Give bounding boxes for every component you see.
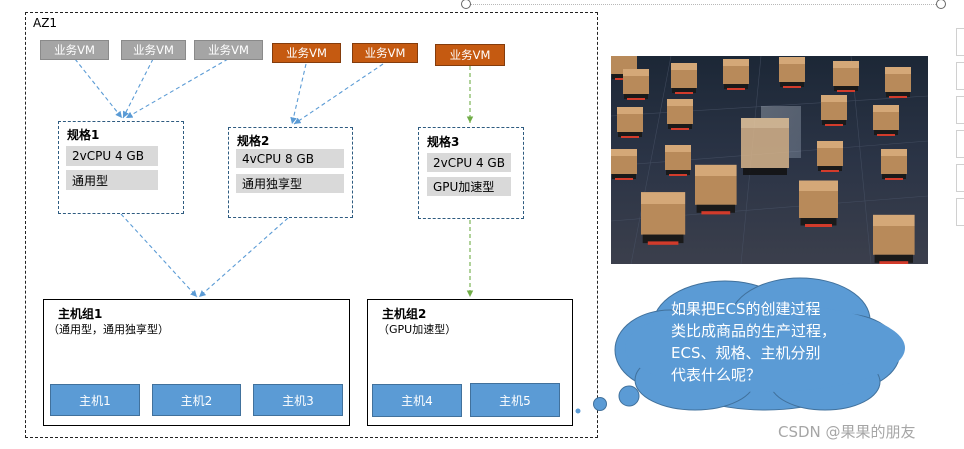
- arrow-spec2-group1: [198, 217, 289, 298]
- vm-box: 业务VM: [121, 40, 186, 60]
- spec-cpu-mem: 2vCPU 4 GB: [427, 153, 511, 172]
- side-panel-tab[interactable]: [956, 198, 964, 226]
- selection-handle[interactable]: [461, 0, 471, 9]
- host-group-title: 主机组1: [58, 307, 103, 321]
- host-box: 主机2: [152, 384, 241, 416]
- spec-box: 规格2 4vCPU 8 GB 通用独享型: [228, 127, 353, 218]
- callout-question: 如果把ECS的创建过程 类比成商品的生产过程， ECS、规格、主机分别 代表什么…: [671, 298, 901, 386]
- arrow-vm5-spec2: [293, 63, 384, 125]
- vm-box: 业务VM: [272, 43, 341, 63]
- thought-cloud: [575, 277, 905, 414]
- host-group: 主机组1 （通用型，通用独享型） 主机1 主机2 主机3: [43, 299, 350, 426]
- vm-box: 业务VM: [352, 43, 418, 63]
- vm-label: 业务VM: [286, 46, 327, 60]
- arrow-vm4-spec2: [290, 63, 307, 125]
- callout-line: 如果把ECS的创建过程: [671, 300, 821, 318]
- host-box: 主机4: [372, 384, 462, 417]
- side-panel-tab[interactable]: [956, 28, 964, 56]
- arrow-vm1-spec1: [74, 58, 123, 119]
- arrow-vm2-spec1: [122, 58, 154, 119]
- spec-type: 通用独享型: [236, 174, 344, 193]
- host-group-subtitle: （GPU加速型）: [378, 323, 457, 336]
- host-box: 主机1: [50, 384, 140, 416]
- spec-type: 通用型: [66, 170, 158, 190]
- vm-box: 业务VM: [194, 40, 263, 60]
- host-box: 主机5: [470, 383, 560, 417]
- spec-cpu-mem: 2vCPU 4 GB: [66, 146, 158, 166]
- side-panel-tab[interactable]: [956, 96, 964, 124]
- host-group: 主机组2 （GPU加速型） 主机4 主机5: [367, 299, 573, 426]
- spec-box: 规格1 2vCPU 4 GB 通用型: [58, 121, 184, 214]
- spec-box: 规格3 2vCPU 4 GB GPU加速型: [418, 127, 524, 219]
- spec-cpu-mem: 4vCPU 8 GB: [236, 149, 344, 168]
- side-panel-tab[interactable]: [956, 164, 964, 192]
- vm-label: 业务VM: [133, 43, 174, 57]
- vm-label: 业务VM: [54, 43, 95, 57]
- arrow-vm3-spec1: [125, 58, 229, 119]
- vm-box: 业务VM: [40, 40, 109, 60]
- host-group-subtitle: （通用型，通用独享型）: [48, 323, 169, 336]
- selection-handle[interactable]: [936, 0, 946, 9]
- host-box: 主机3: [253, 384, 343, 416]
- side-panel-tab[interactable]: [956, 62, 964, 90]
- arrow-spec1-group1: [120, 213, 198, 298]
- spec-title: 规格3: [427, 135, 460, 149]
- availability-zone-box: [25, 12, 598, 438]
- host-group-title: 主机组2: [382, 307, 427, 321]
- spec-title: 规格2: [237, 134, 270, 148]
- az-label: AZ1: [33, 16, 58, 30]
- spec-title: 规格1: [67, 128, 100, 142]
- vm-label: 业务VM: [449, 48, 491, 62]
- warehouse-robots-image: [611, 56, 928, 264]
- vm-box: 业务VM: [435, 44, 505, 66]
- vm-label: 业务VM: [208, 43, 249, 57]
- vm-label: 业务VM: [364, 46, 406, 60]
- watermark: CSDN @果果的朋友: [778, 423, 916, 441]
- callout-line: ECS、规格、主机分别: [671, 344, 821, 362]
- selection-guide-line: [470, 4, 940, 5]
- spec-type: GPU加速型: [427, 177, 511, 196]
- side-panel-tab[interactable]: [956, 130, 964, 158]
- callout-line: 代表什么呢？: [671, 366, 762, 384]
- callout-line: 类比成商品的生产过程，: [671, 322, 837, 340]
